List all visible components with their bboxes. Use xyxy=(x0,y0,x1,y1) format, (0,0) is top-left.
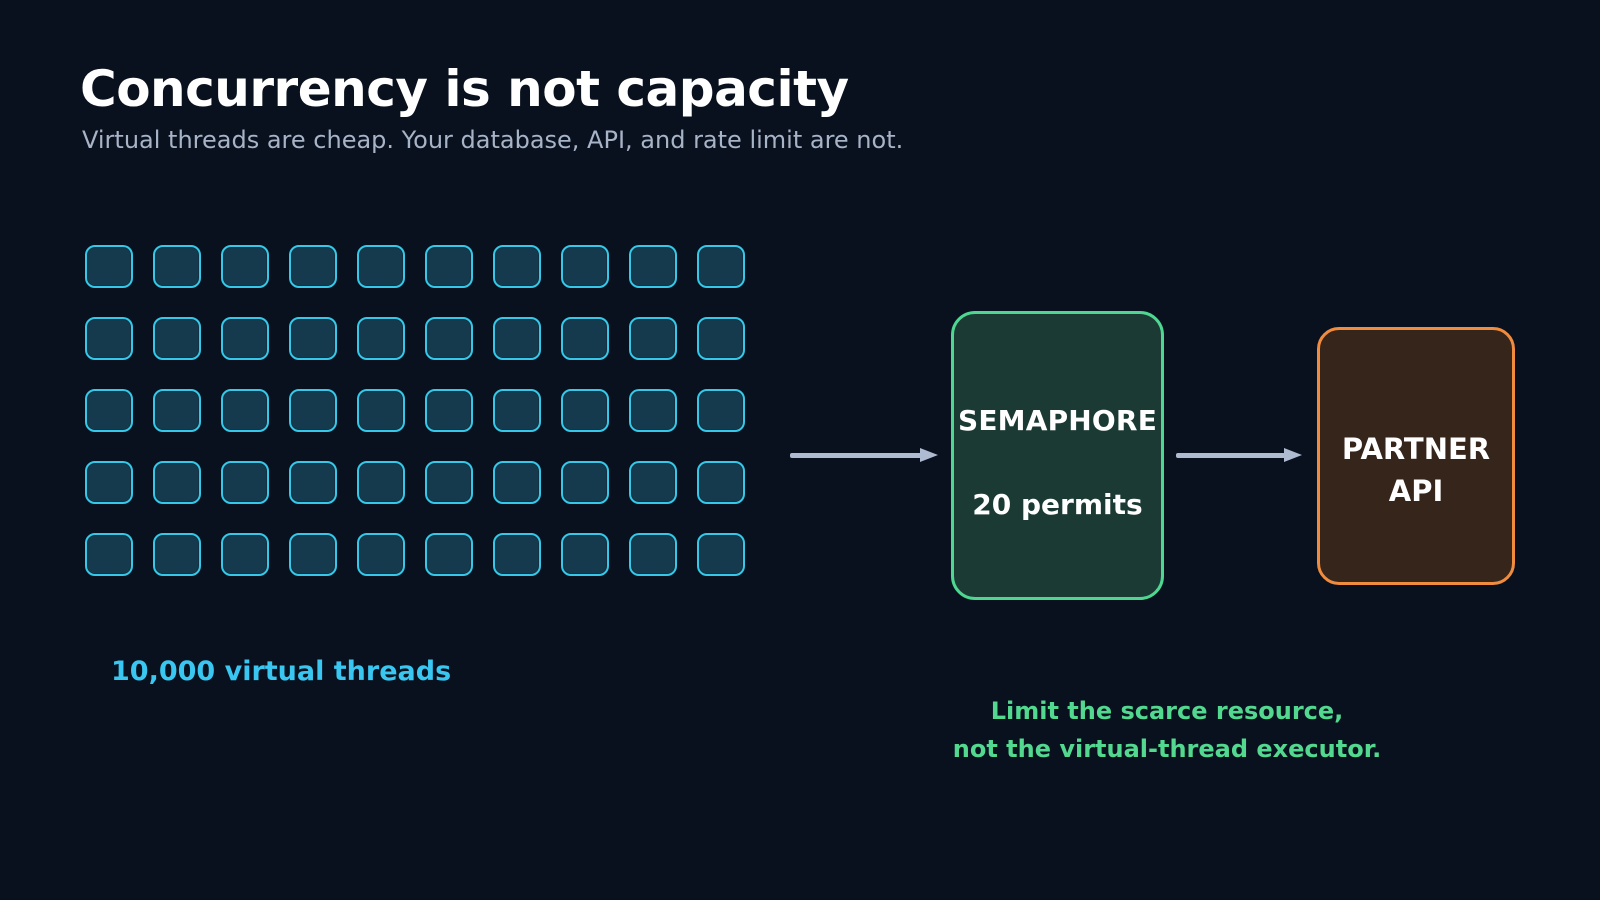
semaphore-to-api-arrow xyxy=(1176,448,1302,462)
virtual-thread-cell xyxy=(221,389,269,432)
virtual-thread-cell xyxy=(561,389,609,432)
virtual-thread-cell xyxy=(561,533,609,576)
virtual-thread-cell xyxy=(697,389,745,432)
virtual-thread-cell xyxy=(425,533,473,576)
note-line-2: not the virtual-thread executor. xyxy=(952,735,1382,763)
virtual-thread-cell xyxy=(221,317,269,360)
page-title: Concurrency is not capacity xyxy=(80,60,849,118)
virtual-thread-cell xyxy=(425,389,473,432)
virtual-thread-cell xyxy=(289,245,337,288)
virtual-thread-cell xyxy=(561,245,609,288)
virtual-thread-cell xyxy=(289,461,337,504)
virtual-thread-cell xyxy=(629,461,677,504)
virtual-thread-cell xyxy=(85,245,133,288)
virtual-thread-cell xyxy=(85,389,133,432)
virtual-thread-cell xyxy=(493,461,541,504)
arrow-head-icon xyxy=(1284,448,1302,462)
virtual-thread-cell xyxy=(289,533,337,576)
resource-limit-note: Limit the scarce resource, not the virtu… xyxy=(932,692,1402,768)
virtual-thread-cell xyxy=(357,461,405,504)
virtual-thread-cell xyxy=(493,317,541,360)
partner-api-line-1: PARTNER xyxy=(1341,432,1491,466)
virtual-thread-cell xyxy=(85,461,133,504)
virtual-thread-cell xyxy=(357,533,405,576)
virtual-thread-cell xyxy=(697,317,745,360)
virtual-thread-cell xyxy=(289,317,337,360)
virtual-thread-cell xyxy=(425,317,473,360)
virtual-thread-cell xyxy=(357,389,405,432)
virtual-thread-cell xyxy=(221,461,269,504)
virtual-thread-cell xyxy=(697,245,745,288)
semaphore-title: SEMAPHORE xyxy=(957,404,1158,437)
virtual-thread-cell xyxy=(153,461,201,504)
virtual-thread-cell xyxy=(561,461,609,504)
virtual-thread-cell xyxy=(493,533,541,576)
virtual-thread-cell xyxy=(153,317,201,360)
virtual-thread-cell xyxy=(153,245,201,288)
virtual-thread-cell xyxy=(561,317,609,360)
arrow-head-icon xyxy=(920,448,938,462)
semaphore-permits: 20 permits xyxy=(972,488,1143,521)
virtual-thread-cell xyxy=(629,245,677,288)
virtual-thread-cell xyxy=(289,389,337,432)
virtual-thread-cell xyxy=(697,533,745,576)
virtual-threads-label: 10,000 virtual threads xyxy=(111,656,452,687)
arrow-shaft xyxy=(790,453,924,458)
virtual-thread-grid xyxy=(85,245,747,577)
virtual-thread-cell xyxy=(221,533,269,576)
virtual-thread-cell xyxy=(629,317,677,360)
note-line-1: Limit the scarce resource, xyxy=(990,697,1344,725)
virtual-thread-cell xyxy=(697,461,745,504)
virtual-thread-cell xyxy=(357,317,405,360)
partner-api-line-2: API xyxy=(1388,474,1444,508)
partner-api-box: PARTNER API xyxy=(1317,327,1515,585)
virtual-thread-cell xyxy=(221,245,269,288)
virtual-thread-cell xyxy=(153,389,201,432)
virtual-thread-cell xyxy=(629,389,677,432)
virtual-thread-cell xyxy=(153,533,201,576)
threads-to-semaphore-arrow xyxy=(790,448,938,462)
virtual-thread-cell xyxy=(85,533,133,576)
virtual-thread-cell xyxy=(425,461,473,504)
virtual-thread-cell xyxy=(85,317,133,360)
page-subtitle: Virtual threads are cheap. Your database… xyxy=(82,126,904,154)
virtual-thread-cell xyxy=(493,245,541,288)
virtual-thread-cell xyxy=(357,245,405,288)
semaphore-box: SEMAPHORE 20 permits xyxy=(951,311,1164,600)
arrow-shaft xyxy=(1176,453,1288,458)
virtual-thread-cell xyxy=(493,389,541,432)
virtual-thread-cell xyxy=(629,533,677,576)
virtual-thread-cell xyxy=(425,245,473,288)
